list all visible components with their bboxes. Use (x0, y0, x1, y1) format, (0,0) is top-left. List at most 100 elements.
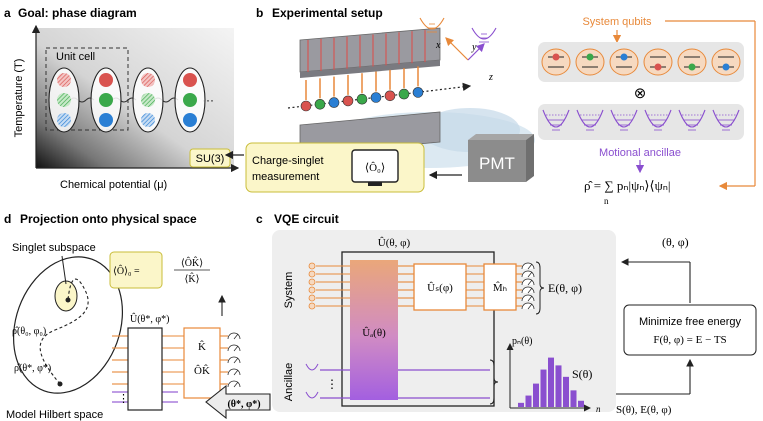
meter-needle (527, 271, 533, 278)
ua-gate-label: Ûₐ(θ) (362, 327, 386, 339)
system-qubit-input (308, 294, 316, 302)
charge-singlet-label-line2: measurement (252, 171, 319, 183)
projection-meter-needle (233, 345, 239, 352)
panel-c-title: VQE circuit (274, 212, 339, 226)
feedback-values-label: S(θ), E(θ, φ) (616, 404, 672, 416)
panel-b-title: Experimental setup (272, 6, 383, 20)
trapped-ion (300, 100, 312, 112)
x-axis-arrow (445, 37, 469, 61)
measurement-meter (521, 270, 535, 278)
panel-c-letter: c (256, 212, 263, 226)
measurement-meter (521, 262, 535, 270)
free-energy-formula: F(θ, φ) = E − TS (653, 334, 726, 346)
projection-meter-needle (233, 381, 239, 388)
qubit-state-dot (586, 53, 594, 61)
electrode-fingers (307, 30, 426, 72)
red-qubit (99, 73, 113, 87)
projection-meter (227, 332, 241, 340)
unit-cell-label: Unit cell (56, 51, 95, 63)
projection-meter (227, 356, 241, 364)
mh-gate-label: M̂ₕ (493, 281, 507, 294)
motional-well (576, 109, 604, 128)
qubit-circle (711, 48, 741, 76)
pn-histogram (518, 357, 584, 407)
motional-well (678, 109, 706, 128)
panel-b: b Experimental setup x y z PMT Charge (224, 6, 756, 206)
pmt-detector: PMT (468, 134, 534, 182)
meter-needle (527, 287, 533, 294)
ua-gate (350, 260, 398, 400)
system-qubit-input (308, 302, 316, 310)
model-hilbert-space-ellipse (12, 256, 124, 394)
panel-a-letter: a (4, 6, 11, 20)
density-matrix-formula: ρ̂ = ∑ pₙ|ψₙ⟩⟨ψₙ| (584, 178, 671, 193)
meter-needle (527, 295, 533, 302)
ancilla-well-input (305, 391, 319, 399)
trapped-ion (370, 92, 382, 103)
projection-meters (227, 332, 241, 388)
pn-axis-label: pₙ(θ) (512, 336, 532, 347)
ok-hat-label: ÔK̂ (194, 364, 210, 377)
panel-d-title: Projection onto physical space (20, 212, 197, 226)
u-total-box (341, 251, 495, 407)
red-qubit (183, 73, 197, 87)
o-ratio-numerator: ⟨ÔK̂⟩ (181, 256, 203, 269)
measurement-meter (521, 302, 535, 310)
u-star-gate (127, 327, 163, 411)
pn-histogram-bar (548, 357, 554, 407)
pn-histogram-bar (563, 376, 569, 407)
qubit-state-dot (654, 63, 662, 71)
pn-histogram-bar (525, 395, 532, 407)
optimal-params-label: (θ*, φ*) (227, 399, 260, 410)
qubit-circle (575, 48, 605, 76)
system-qubits-label: System qubits (582, 16, 652, 28)
blue-qubit (99, 113, 113, 127)
panel-a-title: Goal: phase diagram (18, 6, 137, 20)
su3-label: SU(3) (196, 153, 225, 165)
blue-qubit (141, 113, 155, 127)
qubit-state-dot (620, 53, 628, 61)
motional-ancillae-label: Motional ancillae (599, 147, 681, 159)
y-axis-arrow (467, 43, 485, 61)
blue-qubit (183, 113, 197, 127)
axis-potential-wells (419, 17, 497, 43)
o-ratio-box (109, 251, 163, 289)
unit-cell-box (45, 47, 129, 131)
ancilla-brace (489, 359, 499, 405)
singlet-subspace-label: Singlet subspace (12, 242, 96, 254)
green-qubit (99, 93, 113, 107)
ancilla-vdots: ⋮ (118, 393, 129, 405)
optimal-params-arrow (205, 384, 271, 420)
projection-meter-needle (233, 369, 239, 376)
end-point (65, 297, 71, 303)
panel-d-letter: d (4, 212, 11, 226)
o-ratio-lhs: ⟨Ô⟩₀ = (113, 265, 140, 277)
tensor-product-symbol: ⊗ (634, 85, 647, 102)
pn-histogram-bar (540, 369, 547, 407)
system-meters (521, 262, 535, 310)
mh-gate (483, 263, 517, 311)
panel-b-letter: b (256, 6, 263, 20)
panel-c: c VQE circuit Û(θ, φ) System Ancillae Ûₐ… (256, 212, 757, 416)
measurement-meter (521, 278, 535, 286)
trapped-ion (412, 87, 424, 98)
pmt-top-face (468, 134, 534, 140)
singlet-pointer (61, 255, 67, 285)
pmt-side-face (526, 134, 534, 182)
motional-well (712, 109, 740, 128)
motional-ancillae-panel (538, 104, 744, 140)
us-gate (413, 263, 467, 311)
x-axis-label: x (435, 40, 441, 51)
energy-label: E(θ, φ) (548, 281, 582, 295)
projection-meter (227, 344, 241, 352)
charge-singlet-label-line1: Charge-singlet (252, 155, 324, 167)
green-qubit (183, 93, 197, 107)
trapped-ion (342, 95, 354, 107)
k-operator-box (183, 327, 221, 399)
motional-well (610, 109, 638, 128)
system-qubit-input (308, 278, 316, 286)
qubit-circle (609, 48, 639, 76)
entropy-label: S(θ) (572, 367, 592, 381)
us-gate-label: Ûₛ(φ) (427, 282, 453, 294)
system-qubit-input (308, 270, 316, 278)
